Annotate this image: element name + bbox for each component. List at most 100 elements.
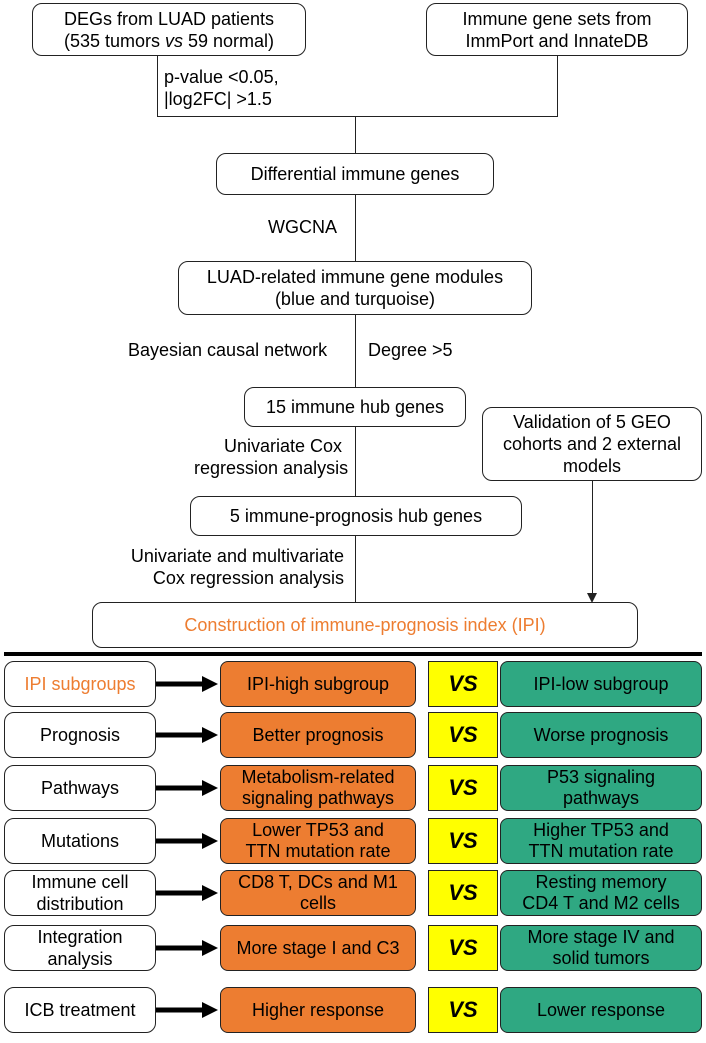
arrow-head [202, 727, 218, 743]
ipi-high-box-line: signaling pathways [241, 788, 395, 808]
hub5-box: 5 immune-prognosis hub genes [190, 496, 522, 536]
multi-cox-label: Univariate and multivariate Cox regressi… [130, 546, 344, 588]
row-label-box: ICB treatment [4, 987, 156, 1033]
row-label-box-line: Mutations [40, 831, 120, 851]
vs-badge: VS [428, 661, 498, 707]
arrow-head [202, 833, 218, 849]
vs-badge: VS [428, 818, 498, 864]
ipi-low-box-line: TTN mutation rate [528, 841, 674, 861]
degs-box: DEGs from LUAD patients (535 tumors vs 5… [32, 3, 306, 56]
row-label-box: Pathways [4, 765, 156, 811]
vs-badge: VS [428, 987, 498, 1033]
bayes-label: Bayesian causal network [128, 340, 328, 360]
hub15-label: 15 immune hub genes [265, 397, 445, 417]
ipi-low-box-line: Resting memory [535, 872, 667, 892]
vs-badge: VS [428, 765, 498, 811]
row-arrow-icon [156, 780, 218, 796]
hub15-box: 15 immune hub genes [244, 387, 466, 427]
row-arrow-icon [156, 940, 218, 956]
ipi-label: Construction of immune-prognosis index (… [184, 615, 546, 635]
ipi-low-box-line: CD4 T and M2 cells [522, 893, 680, 913]
connector-hub5-ipi [355, 536, 356, 602]
row-arrow-icon [156, 727, 218, 743]
arrow-head [202, 1002, 218, 1018]
diff-genes-label: Differential immune genes [250, 164, 460, 184]
ipi-low-box-line: Higher TP53 and [533, 820, 669, 840]
arrow-head [202, 885, 218, 901]
row-arrow-icon [156, 885, 218, 901]
ipi-high-box-line: cells [299, 893, 336, 913]
ipi-high-box-line: Higher response [251, 999, 385, 1020]
ipi-high-box-line: Metabolism-related [241, 767, 395, 787]
row-label-box-line: Immune cell [31, 872, 129, 892]
ipi-box: Construction of immune-prognosis index (… [92, 602, 638, 648]
ipi-high-box: Better prognosis [220, 712, 416, 758]
modules-line1: LUAD-related immune gene modules [206, 267, 504, 287]
degree-label: Degree >5 [368, 340, 453, 360]
row-label-box: Prognosis [4, 712, 156, 758]
row-label-box-line: analysis [47, 949, 113, 969]
ipi-low-box-line: pathways [562, 788, 640, 808]
validation-line3: models [562, 456, 622, 476]
hub5-label: 5 immune-prognosis hub genes [229, 506, 483, 526]
arrow-head [202, 676, 218, 692]
section-divider [4, 652, 702, 656]
ipi-low-box-line: More stage IV and [527, 927, 675, 947]
connector-degs-down [157, 56, 158, 116]
uni-cox-label: Univariate Cox regression analysis [194, 436, 349, 478]
row-label-box: Mutations [4, 818, 156, 864]
ipi-low-box-line: IPI-low subgroup [533, 673, 669, 694]
ipi-low-box-line: Worse prognosis [533, 724, 669, 745]
validation-line1: Validation of 5 GEO [513, 412, 671, 432]
validation-line2: cohorts and 2 external [502, 434, 682, 454]
modules-box: LUAD-related immune gene modules (blue a… [178, 261, 532, 315]
arrow-head [202, 940, 218, 956]
connector-validation-ipi [592, 481, 593, 594]
row-label-box: IPI subgroups [4, 661, 156, 707]
filter-label: p-value <0.05, |log2FC| >1.5 [164, 67, 279, 109]
row-arrow-icon [156, 676, 218, 692]
degs-line1: DEGs from LUAD patients [63, 8, 275, 29]
row-arrow-icon [156, 833, 218, 849]
immune-sets-line1: Immune gene sets from [462, 8, 652, 29]
connector-merge [157, 116, 558, 117]
modules-line2: (blue and turquoise) [274, 289, 436, 309]
immune-sets-line2: ImmPort and InnateDB [465, 30, 649, 51]
ipi-high-box: More stage I and C3 [220, 925, 416, 971]
row-arrow-icon [156, 1002, 218, 1018]
connector-sets-down [557, 56, 558, 116]
connector-to-diff [355, 116, 356, 153]
row-label-box-line: ICB treatment [24, 1000, 136, 1020]
wgcna-label: WGCNA [268, 217, 337, 237]
validation-box: Validation of 5 GEO cohorts and 2 extern… [482, 407, 702, 481]
vs-badge: VS [428, 712, 498, 758]
ipi-high-box-line: CD8 T, DCs and M1 [238, 872, 398, 892]
row-label-box-line: Pathways [40, 778, 120, 798]
row-label-box-line: distribution [36, 894, 124, 914]
ipi-low-box: Worse prognosis [500, 712, 702, 758]
ipi-high-box-line: More stage I and C3 [236, 937, 400, 958]
ipi-low-box-line: Lower response [536, 999, 666, 1020]
ipi-high-box-line: Lower TP53 and [252, 820, 384, 840]
degs-line2: (535 tumors vs 59 normal) [63, 30, 275, 51]
diff-genes-box: Differential immune genes [216, 153, 494, 195]
row-label-box-line: Integration [37, 927, 123, 947]
ipi-low-box: Lower response [500, 987, 702, 1033]
vs-badge: VS [428, 925, 498, 971]
ipi-high-box-line: IPI-high subgroup [246, 673, 390, 694]
vs-badge: VS [428, 870, 498, 916]
row-label-box-line: Prognosis [39, 725, 121, 745]
row-label-box-line: IPI subgroups [24, 674, 136, 694]
ipi-low-box-line: P53 signaling [546, 767, 656, 787]
connector-modules-hub15 [355, 315, 356, 387]
ipi-high-box: IPI-high subgroup [220, 661, 416, 707]
ipi-low-box-line: solid tumors [552, 948, 650, 968]
